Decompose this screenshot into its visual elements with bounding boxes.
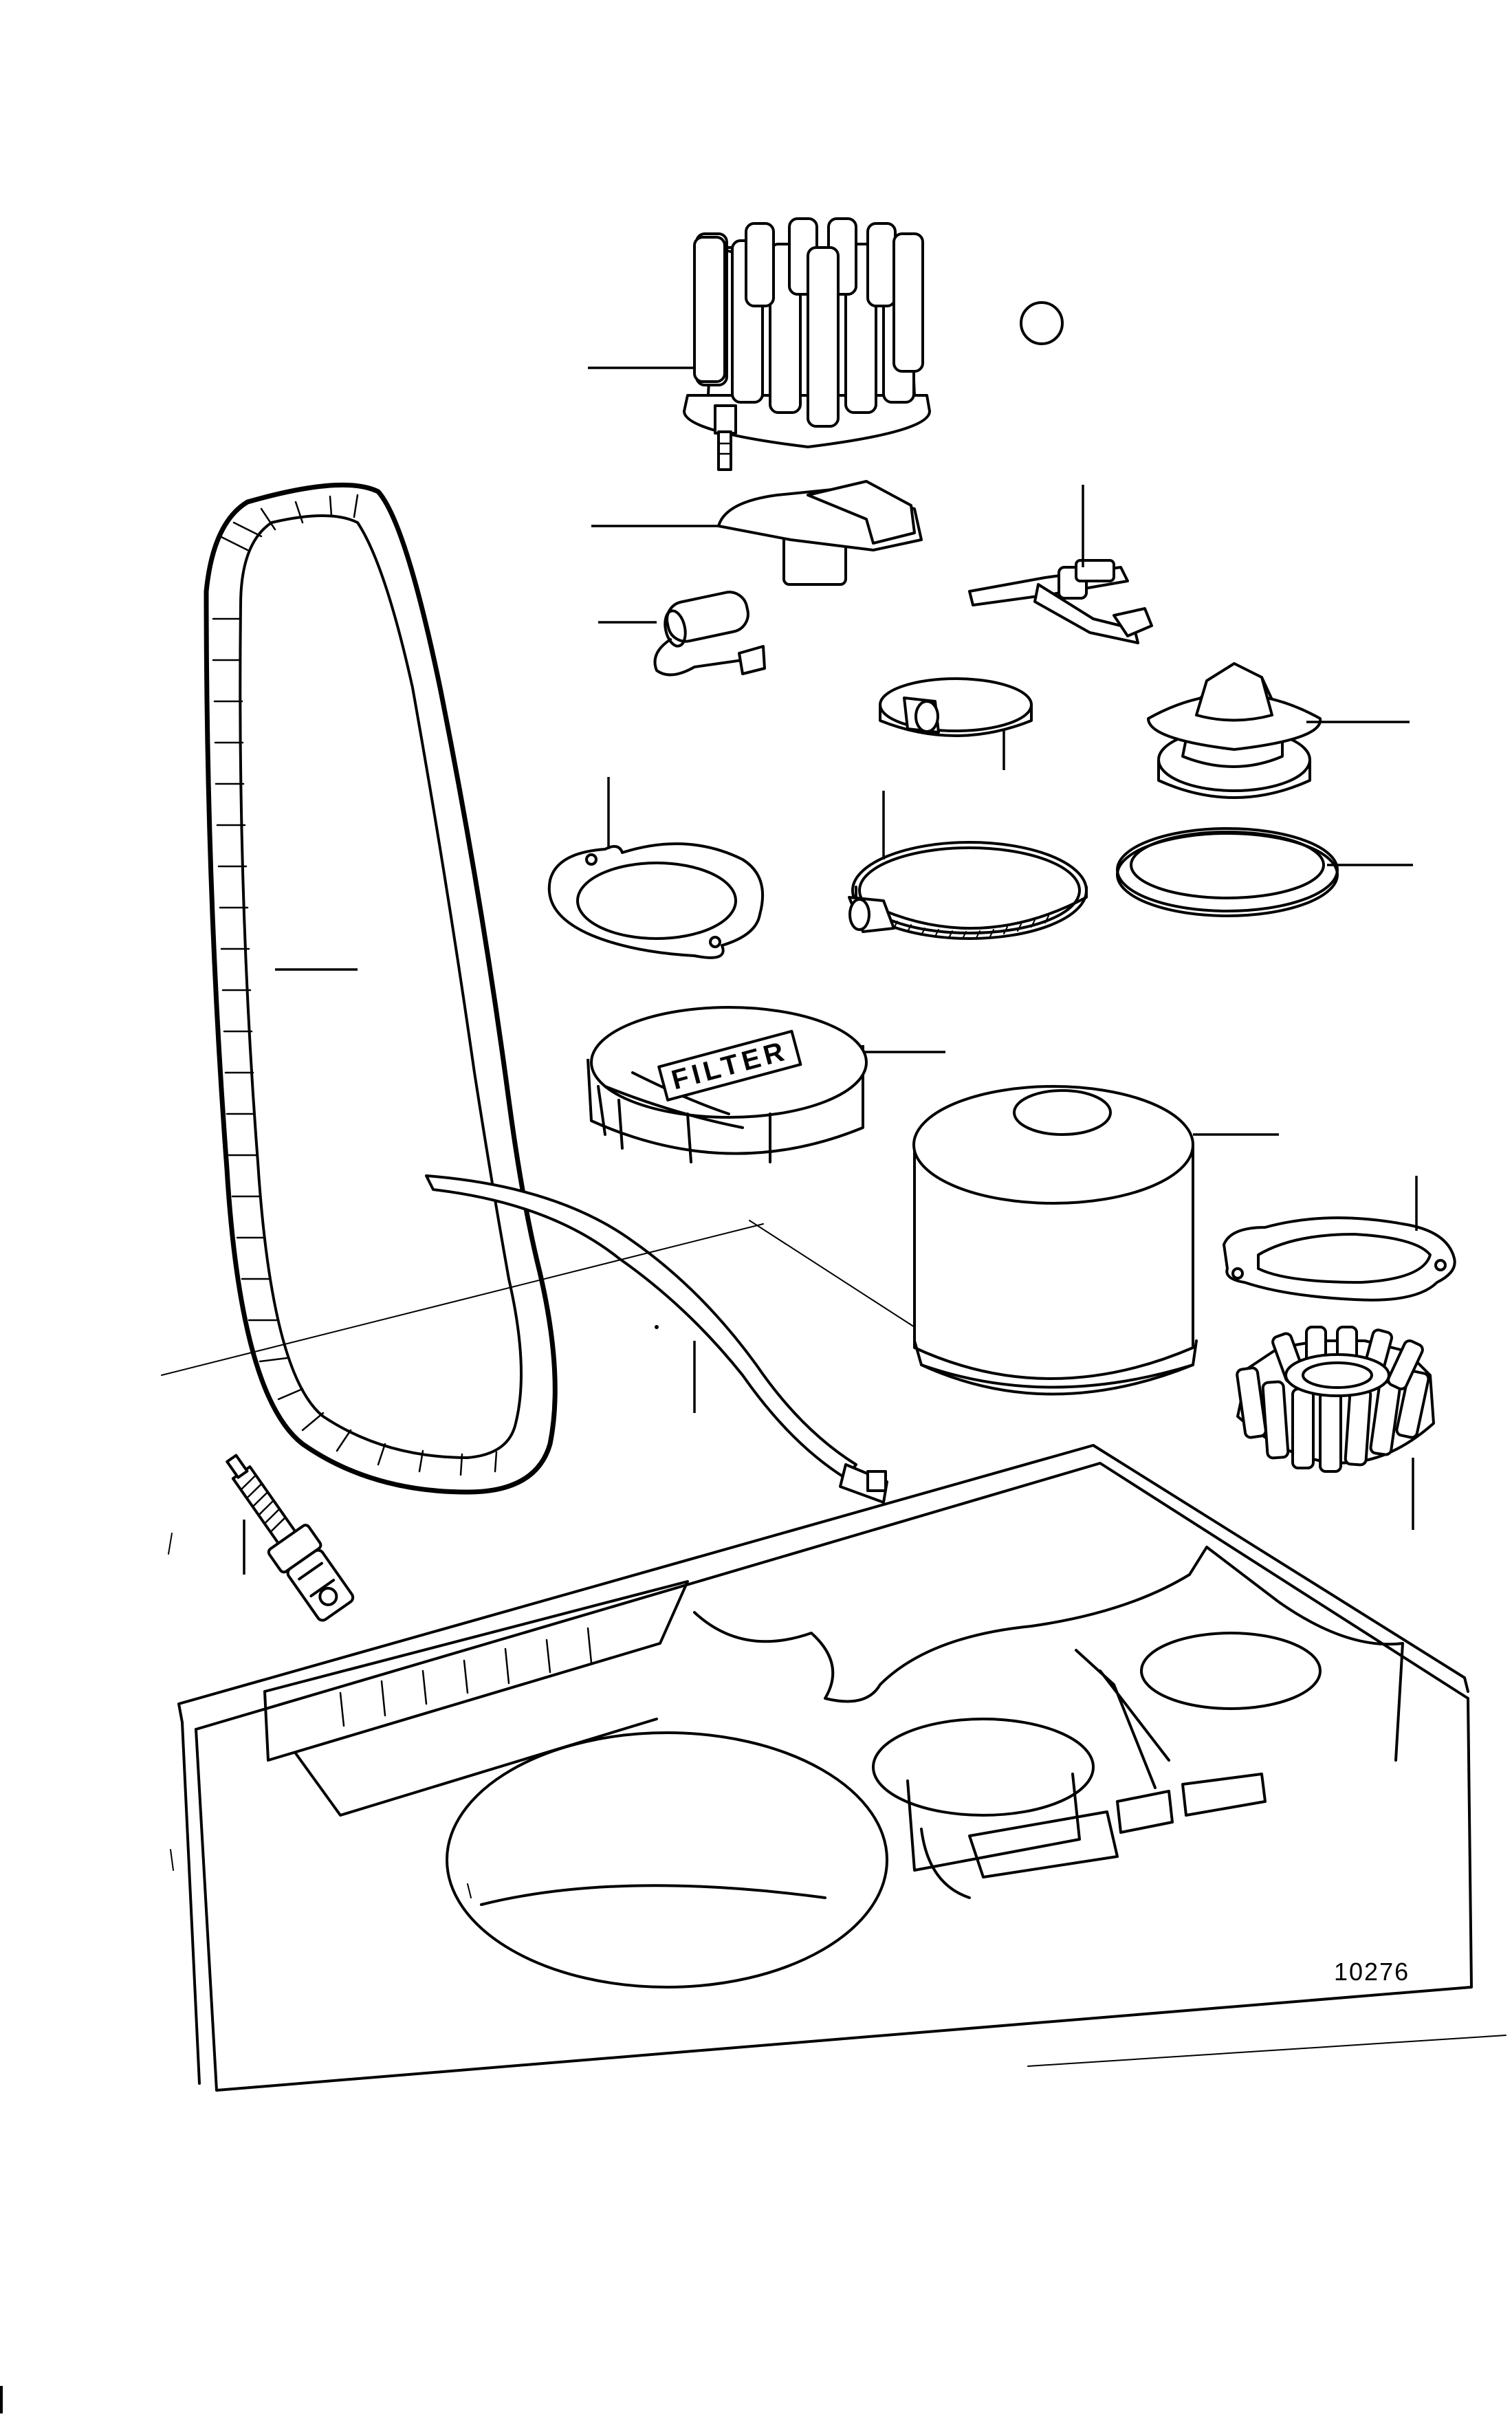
oil-filter-boxed: FILTER	[587, 1006, 945, 1163]
edge-mark	[0, 2386, 3, 2413]
storage-box	[177, 1444, 1473, 2092]
contact-breaker-points	[968, 485, 1153, 644]
figure-reference-number: 10276	[1334, 1958, 1410, 1986]
rotor-arm	[591, 480, 923, 586]
marker-circle	[1020, 301, 1064, 345]
thermostat	[1147, 662, 1410, 799]
condenser	[598, 591, 766, 677]
cable-tie	[425, 1174, 888, 1504]
impeller	[1236, 1326, 1435, 1530]
large-hose-clamp	[848, 791, 1088, 940]
drive-belt	[204, 482, 558, 1495]
spark-plug	[226, 1454, 355, 1622]
reference-lines	[0, 1220, 1506, 2413]
thermostat-seal-ring	[1116, 827, 1413, 917]
water-pump-gasket	[547, 777, 765, 959]
dot-mark	[655, 1325, 659, 1329]
distributor-cap	[588, 217, 931, 471]
filter-canister	[912, 1085, 1279, 1396]
small-hose-clamp	[879, 677, 1033, 770]
impeller-cover-gasket	[1223, 1176, 1456, 1302]
